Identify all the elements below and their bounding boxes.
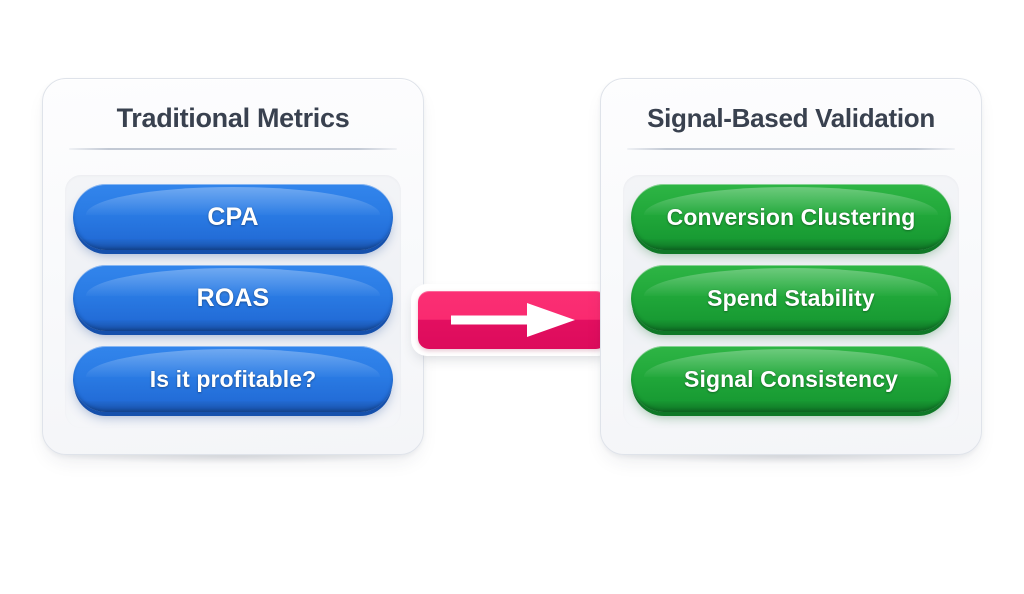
panel-title-signal-based: Signal-Based Validation [647,103,935,133]
panel-signal-based-validation: Signal-Based Validation Conversion Clust… [600,78,982,455]
arrow-plate [418,291,607,349]
panel-divider-left [69,148,397,150]
pill-label-is-it-profitable: Is it profitable? [149,365,317,392]
pill-label-conversion-clustering: Conversion Clustering [666,203,916,230]
pill-conversion-clustering[interactable]: Conversion Clustering [631,184,951,250]
panel-title-traditional: Traditional Metrics [116,103,350,133]
pill-spend-stability[interactable]: Spend Stability [631,265,951,331]
pill-label-spend-stability: Spend Stability [707,284,875,311]
panel-divider-right [627,148,955,150]
pill-label-signal-consistency: Signal Consistency [684,365,898,392]
pill-stack-traditional: CPA ROAS Is it profitable? [73,184,393,412]
pill-signal-consistency[interactable]: Signal Consistency [631,346,951,412]
connector-arrow-badge [411,284,614,356]
pill-is-it-profitable[interactable]: Is it profitable? [73,346,393,412]
pill-cpa[interactable]: CPA [73,184,393,250]
panel-traditional-metrics: Traditional Metrics CPA ROAS Is it profi… [42,78,424,455]
pill-stack-signal-based: Conversion Clustering Spend Stability Si… [631,184,951,412]
pill-label-cpa: CPA [207,202,259,231]
pill-roas[interactable]: ROAS [73,265,393,331]
right-arrow-icon [443,296,583,344]
pill-label-roas: ROAS [196,283,270,312]
